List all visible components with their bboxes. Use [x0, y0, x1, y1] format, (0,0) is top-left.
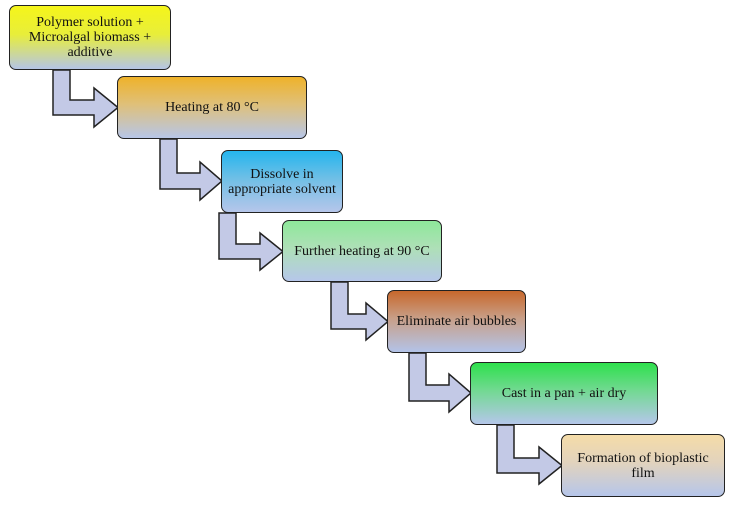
- step-box-polymer-solution: Polymer solution + Microalgal biomass + …: [9, 5, 171, 70]
- arrow-step-2-to-3: [159, 138, 224, 202]
- arrow-step-1-to-2: [52, 69, 120, 129]
- step-box-bioplastic-film: Formation of bioplastic film: [561, 434, 725, 497]
- step-label: Eliminate air bubbles: [396, 314, 517, 329]
- step-label: Further heating at 90 °C: [294, 243, 430, 259]
- step-label: Dissolve in appropriate solvent: [228, 166, 336, 197]
- step-label: Formation of bioplastic film: [577, 450, 709, 481]
- step-box-further-heating-90: Further heating at 90 °C: [282, 220, 442, 282]
- step-box-dissolve: Dissolve in appropriate solvent: [221, 150, 343, 213]
- step-box-cast-and-dry: Cast in a pan + air dry: [470, 362, 658, 425]
- arrow-step-3-to-4: [218, 212, 285, 272]
- step-label: Polymer solution + Microalgal biomass + …: [28, 15, 152, 60]
- step-label: Heating at 80 °C: [165, 100, 259, 115]
- arrow-step-5-to-6: [408, 352, 473, 414]
- step-label: Cast in a pan + air dry: [501, 386, 627, 401]
- arrow-step-6-to-7: [496, 424, 564, 486]
- arrow-step-4-to-5: [330, 281, 390, 342]
- step-box-heating-80: Heating at 80 °C: [117, 76, 307, 139]
- step-box-eliminate-bubbles: Eliminate air bubbles: [387, 290, 526, 353]
